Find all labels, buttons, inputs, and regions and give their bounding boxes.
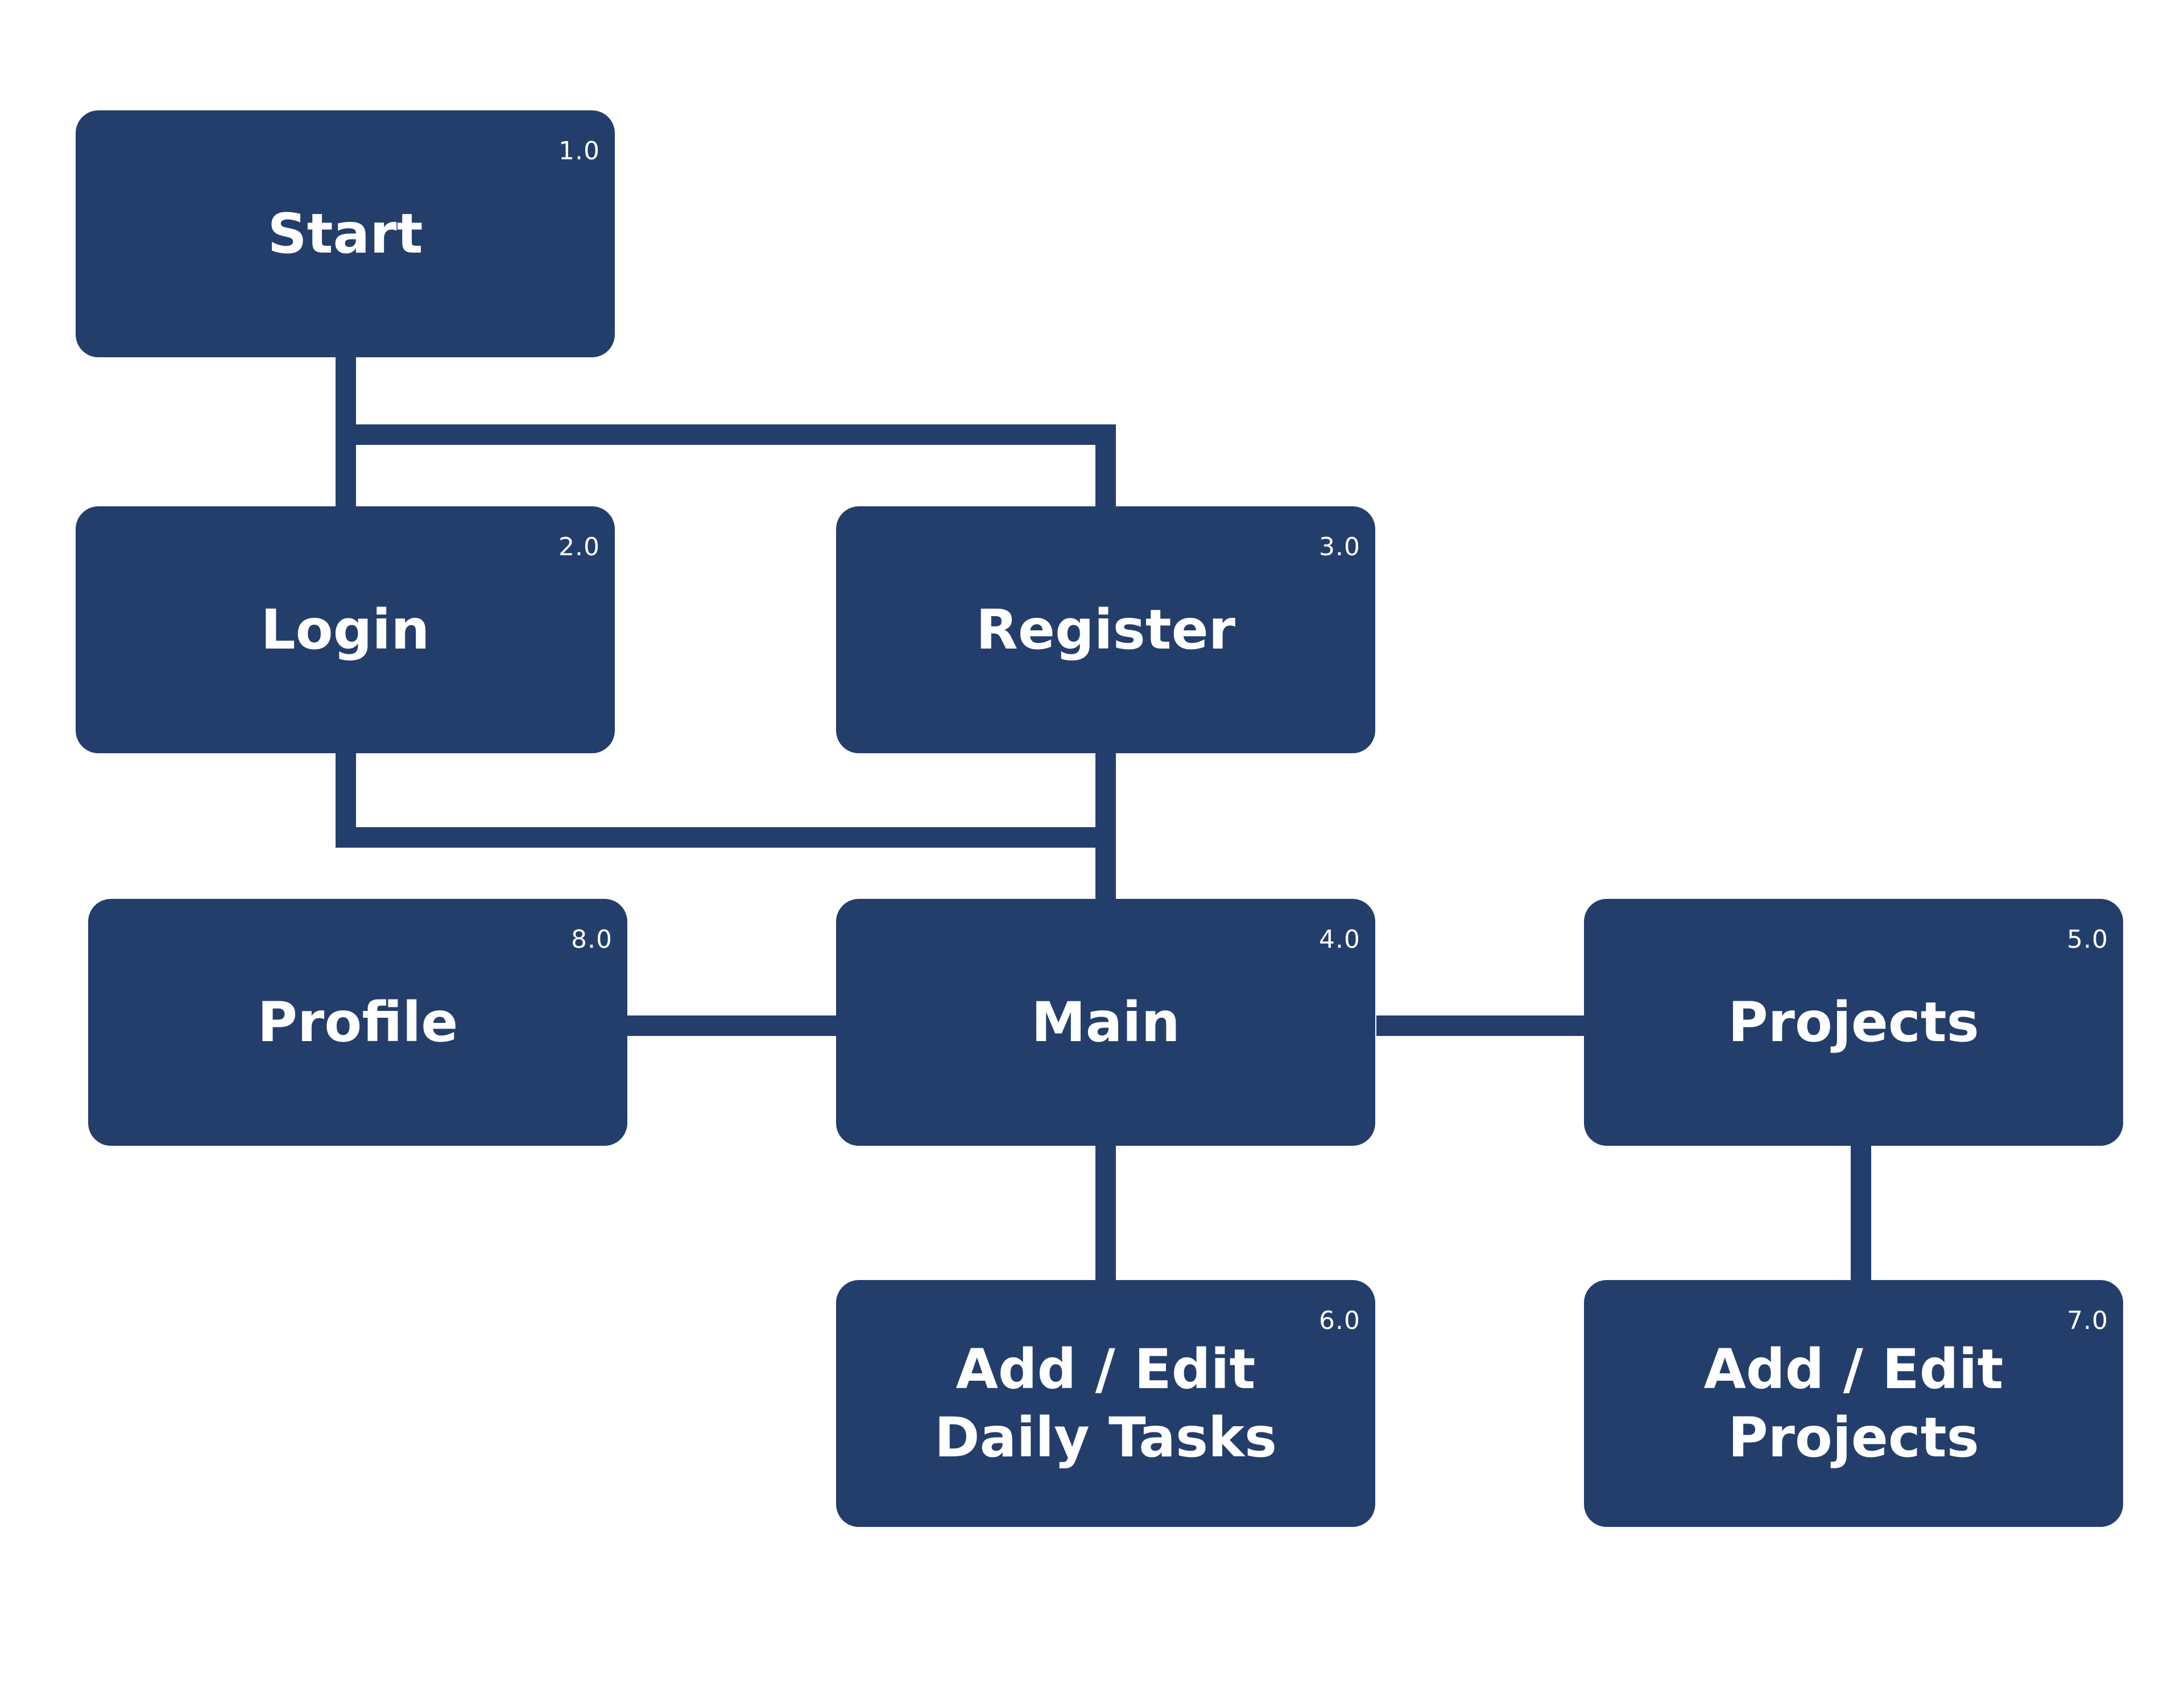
connector-login-main-horizontal: [336, 827, 1116, 848]
node-number: 7.0: [2067, 1306, 2108, 1335]
node-projects: 5.0 Projects: [1584, 899, 2123, 1146]
connector-projects-add-edit-projects: [1851, 1145, 1871, 1296]
node-label: Start: [267, 202, 423, 266]
node-login: 2.0 Login: [76, 506, 615, 753]
connector-start-register-horizontal: [336, 424, 1116, 445]
node-label: Projects: [1728, 990, 1979, 1054]
connector-register-main: [1095, 751, 1116, 909]
connector-main-projects: [1376, 1015, 1592, 1036]
node-label: Profile: [257, 990, 458, 1054]
node-number: 1.0: [559, 137, 600, 166]
node-add-edit-daily-tasks: 6.0 Add / Edit Daily Tasks: [836, 1280, 1375, 1527]
node-number: 4.0: [1319, 925, 1360, 954]
node-label: Add / Edit Daily Tasks: [934, 1337, 1277, 1469]
node-profile: 8.0 Profile: [88, 899, 627, 1146]
node-number: 8.0: [571, 925, 613, 954]
node-register: 3.0 Register: [836, 506, 1375, 753]
connector-start-register-vertical: [1095, 424, 1116, 512]
node-label: Login: [260, 598, 430, 662]
node-label: Add / Edit Projects: [1703, 1337, 2004, 1469]
node-main: 4.0 Main: [836, 899, 1375, 1146]
node-number: 2.0: [559, 532, 600, 562]
node-label: Register: [975, 598, 1236, 662]
node-label: Main: [1031, 990, 1180, 1054]
node-start: 1.0 Start: [76, 110, 615, 357]
node-number: 5.0: [2067, 925, 2108, 954]
node-number: 6.0: [1319, 1306, 1360, 1335]
connector-main-daily-tasks: [1095, 1145, 1116, 1296]
node-add-edit-projects: 7.0 Add / Edit Projects: [1584, 1280, 2123, 1527]
node-number: 3.0: [1319, 532, 1360, 562]
connector-profile-main: [626, 1015, 842, 1036]
